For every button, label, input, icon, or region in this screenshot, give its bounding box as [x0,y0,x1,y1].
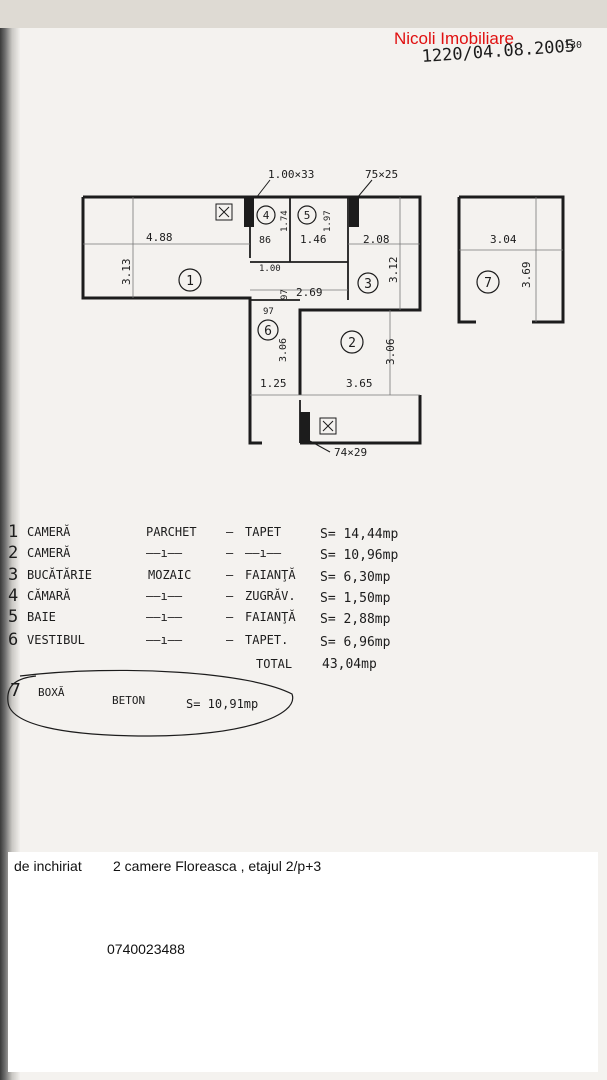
page-number: 130 [564,40,582,51]
schedule-dashes: – – – – – – [226,525,234,647]
dim-door-a: 1.00 [259,264,281,274]
dim-r3-width: 2.08 [363,233,390,246]
schedule-room-5: BAIE [27,610,56,624]
schedule-area-5: S= 2,88mp [320,612,391,627]
total-value: 43,04mp [322,657,377,672]
dim-r6-width: 1.25 [260,377,287,390]
schedule-room-6: VESTIBUL [27,633,85,647]
room-marker-1: 1 [186,274,194,289]
schedule-dash-6: – [226,633,234,647]
room-marker-2: 2 [348,336,356,351]
schedule-floor-2: ——ı—— [146,546,183,560]
watermark: Nicoli Imobiliare [394,29,514,48]
drain-marks [215,203,337,435]
dim-vent-b: 75×25 [365,168,398,181]
room-marker-5: 5 [304,209,311,222]
box-room: BOXĂ [38,686,65,699]
schedule-dash-3: – [226,568,234,582]
schedule-wall-finish: TAPET ——ı—— FAIANŢĂ ZUGRĂV. FAIANŢĂ TAPE… [245,525,296,647]
dim-hall-depth: 97 [280,289,290,300]
room-marker-numbers: 1 4 5 3 6 2 7 [186,209,492,351]
schedule-floor-6: ——ı—— [146,633,183,647]
listing-info-panel: de inchiriat 2 camere Floreasca , etajul… [8,852,598,1072]
schedule-dash-1: – [226,525,234,539]
dimension-labels: 1.00×33 75×25 74×29 4.88 3.13 86 1.74 1.… [120,168,533,459]
schedule-walls-6: TAPET. [245,633,288,647]
dim-r4-width: 86 [259,235,271,246]
schedule-floor-finish: PARCHET ——ı—— MOZAIC ——ı—— ——ı—— ——ı—— [146,525,197,647]
schedule-num-3: 3 [8,565,18,585]
schedule-area-6: S= 6,96mp [320,635,391,650]
schedule-area-3: S= 6,30mp [320,570,391,585]
schedule-room-4: CĂMARĂ [27,588,71,603]
room-marker-3: 3 [364,277,372,292]
schedule-num-1: 1 [8,522,18,542]
dim-door-b: 97 [263,307,274,317]
schedule-walls-4: ZUGRĂV. [245,588,296,603]
schedule-room-2: CAMERĂ [27,545,71,560]
schedule-area-2: S= 10,96mp [320,548,398,563]
total-label: TOTAL [256,657,292,671]
schedule-area-1: S= 14,44mp [320,527,398,542]
box-area: S= 10,91mp [186,697,258,711]
schedule-numbers: 1 2 3 4 5 6 [8,522,18,650]
room-marker-circles [178,205,500,354]
schedule-walls-2: ——ı—— [245,546,282,560]
dim-r2-depth: 3.06 [384,339,397,366]
schedule-room-names: CAMERĂ CAMERĂ BUCĂTĂRIE CĂMARĂ BAIE VEST… [27,524,92,647]
schedule-num-6: 6 [8,630,18,650]
dim-r5-width: 1.46 [300,233,327,246]
room-marker-7: 7 [484,276,492,291]
dimension-lines [83,197,563,396]
dim-r3-depth: 3.12 [387,257,400,284]
storage-box-outline [7,669,294,737]
box-number: 7 [10,680,21,701]
schedule-room-3: BUCĂTĂRIE [27,567,92,582]
schedule-walls-3: FAIANŢĂ [245,567,296,582]
schedule-floor-4: ——ı—— [146,589,183,603]
schedule-num-5: 5 [8,607,18,627]
schedule-dash-4: – [226,589,234,603]
listing-phone: 0740023488 [107,941,185,957]
schedule-floor-3: MOZAIC [148,568,191,582]
dim-r7-depth: 3.69 [520,262,533,289]
schedule-dash-2: – [226,546,234,560]
reference-text: 1220/04.08.2005 [421,36,576,67]
dim-r5-depth: 1.97 [323,210,333,232]
floor-plan: 1 4 5 3 6 2 7 1.00×33 75×25 74×29 4.88 3… [81,168,565,459]
schedule-num-2: 2 [8,543,18,563]
listing-description: 2 camere Floreasca , etajul 2/p+3 [113,858,322,874]
room-marker-6: 6 [264,324,272,339]
room-marker-4: 4 [263,209,270,222]
schedule-num-4: 4 [8,586,18,606]
dim-vent-c: 74×29 [334,446,367,459]
dim-r6-depth: 3.06 [278,338,289,362]
dim-r7-width: 3.04 [490,233,517,246]
box-floor: BETON [112,694,145,707]
reference-number: 1220/04.08.2005 130 [421,36,582,67]
dim-r1-width: 4.88 [146,231,173,244]
dim-vent-a: 1.00×33 [268,168,314,181]
schedule-dash-5: – [226,610,234,624]
schedule-walls-5: FAIANŢĂ [245,609,296,624]
dim-r1-depth: 3.13 [120,259,133,286]
vent-ducts [244,197,359,442]
schedule-walls-1: TAPET [245,525,281,539]
listing-type: de inchiriat [14,858,82,874]
dim-hall-width: 2.69 [296,286,323,299]
dim-r2-width: 3.65 [346,377,373,390]
schedule-area-4: S= 1,50mp [320,591,391,606]
schedule-room-1: CAMERĂ [27,524,71,539]
schedule-areas: S= 14,44mp S= 10,96mp S= 6,30mp S= 1,50m… [320,527,398,650]
dim-r4-depth: 1.74 [280,210,290,232]
schedule-floor-5: ——ı—— [146,610,183,624]
schedule-floor-1: PARCHET [146,525,197,539]
room-schedule: 1 2 3 4 5 6 CAMERĂ CAMERĂ BUCĂTĂRIE CĂMA… [7,522,398,737]
vent-leaders [255,179,373,453]
binder-edge [0,28,20,1080]
